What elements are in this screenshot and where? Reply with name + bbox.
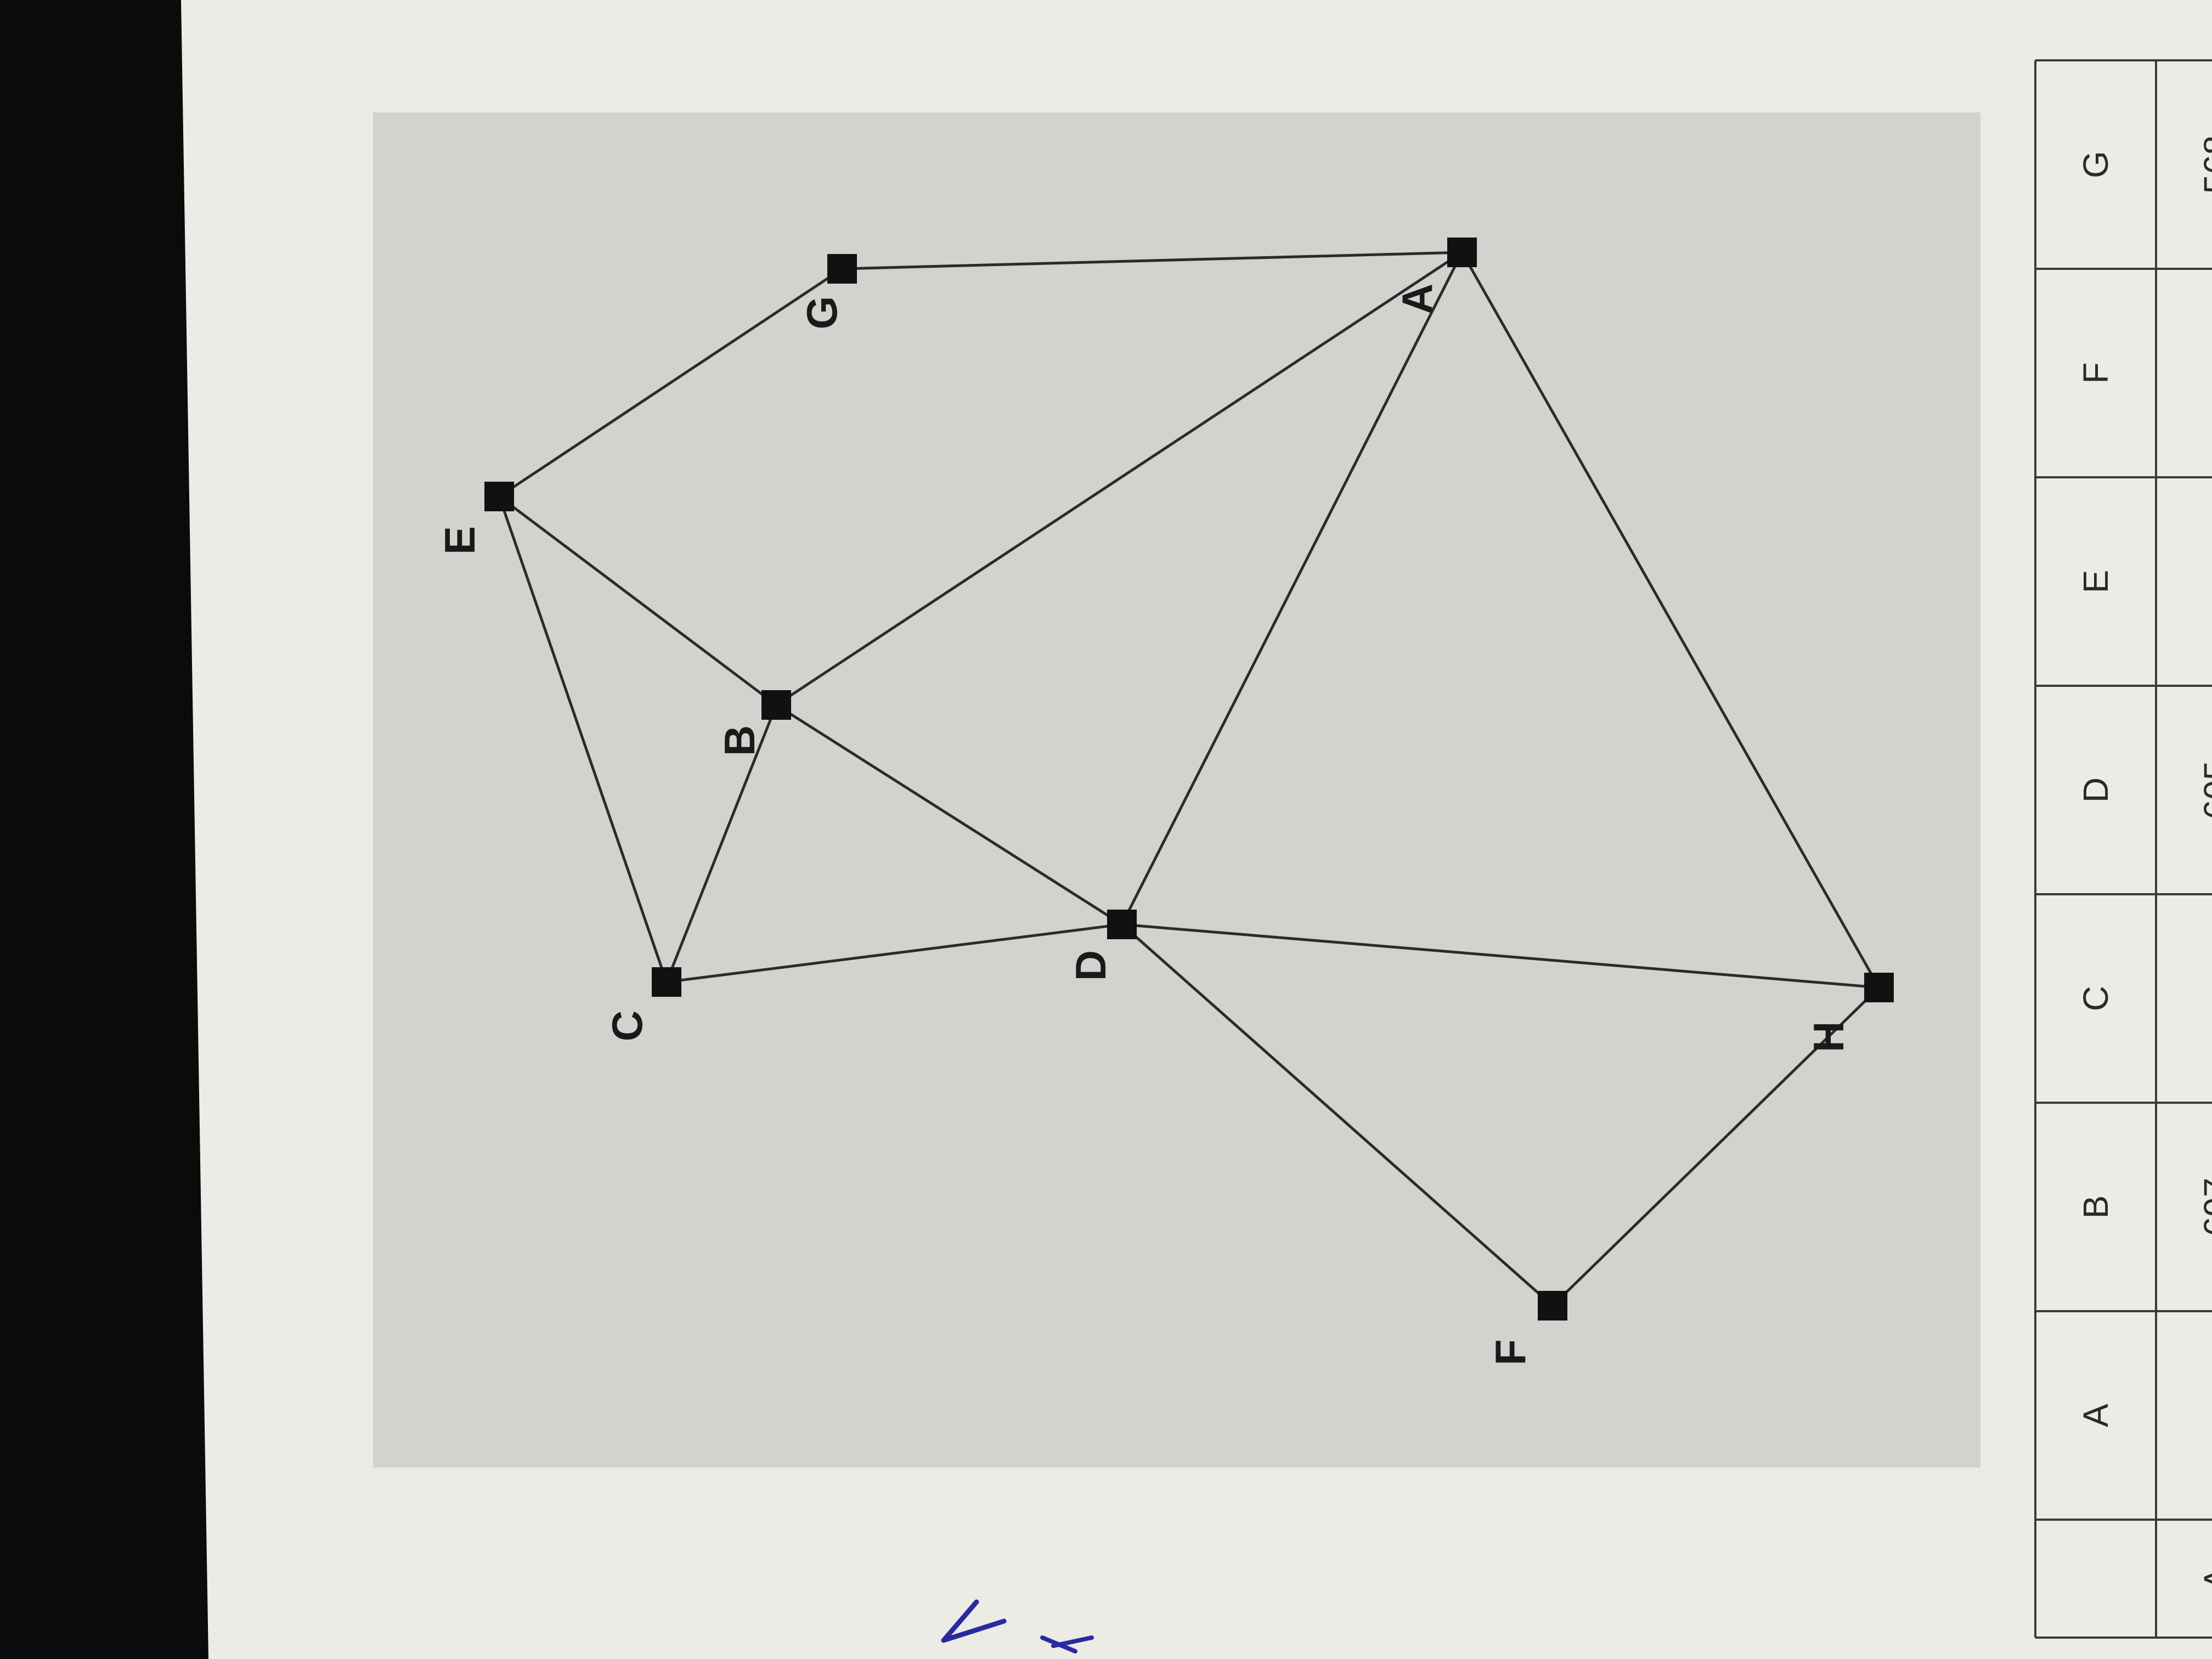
node-label-e: E [436, 526, 484, 555]
table-column-header: C [2076, 986, 2115, 1011]
handwritten-mark-2 [1040, 1635, 1094, 1654]
distance-table: ABCDEFGA697605568B6972853523226 [2034, 59, 2212, 1639]
node-f [1538, 1291, 1567, 1321]
table-column-header: A [2076, 1403, 2115, 1427]
node-label-f: F [1486, 1339, 1534, 1365]
table-cell: 568 [2197, 136, 2212, 194]
diagram-panel [373, 112, 1980, 1468]
edge-b-d [775, 703, 1123, 926]
edge-d-f [1121, 923, 1554, 1307]
node-b [761, 690, 791, 720]
edge-h-a [1460, 251, 1881, 989]
edge-d-h [1121, 923, 1880, 989]
node-g [827, 254, 857, 284]
table-column-header: G [2076, 151, 2115, 178]
table-column-header: D [2076, 777, 2115, 803]
node-label-c: C [603, 1011, 651, 1041]
table-column-header: B [2076, 1195, 2115, 1219]
edge-b-a [775, 251, 1463, 707]
table-column-header: E [2076, 570, 2115, 594]
edge-d-a [1120, 251, 1464, 926]
node-c [652, 967, 681, 997]
edge-g-a [842, 251, 1463, 270]
edge-f-h [1551, 986, 1880, 1307]
node-label-g: G [798, 296, 846, 330]
table-cell: 697 [2197, 1178, 2212, 1237]
node-label-a: A [1393, 284, 1441, 314]
edge-e-g [498, 267, 843, 498]
node-label-b: B [715, 725, 764, 756]
node-label-d: D [1066, 950, 1115, 981]
node-h [1864, 973, 1894, 1002]
edge-b-c [665, 704, 778, 983]
edge-e-c [498, 496, 668, 983]
node-a [1447, 238, 1477, 267]
edge-c-d [666, 923, 1122, 984]
node-e [484, 482, 514, 511]
node-label-h: H [1804, 1022, 1853, 1052]
table-cell: 605 [2197, 761, 2212, 820]
table-column-header: F [2076, 362, 2115, 383]
diagram-nodes: A B C D E F G H [436, 238, 1894, 1365]
diagram-edges [498, 251, 1881, 1307]
edge-e-b [498, 495, 777, 706]
node-d [1107, 910, 1137, 939]
handwritten-mark [941, 1599, 1007, 1643]
table-row-header: A [2197, 1567, 2212, 1590]
